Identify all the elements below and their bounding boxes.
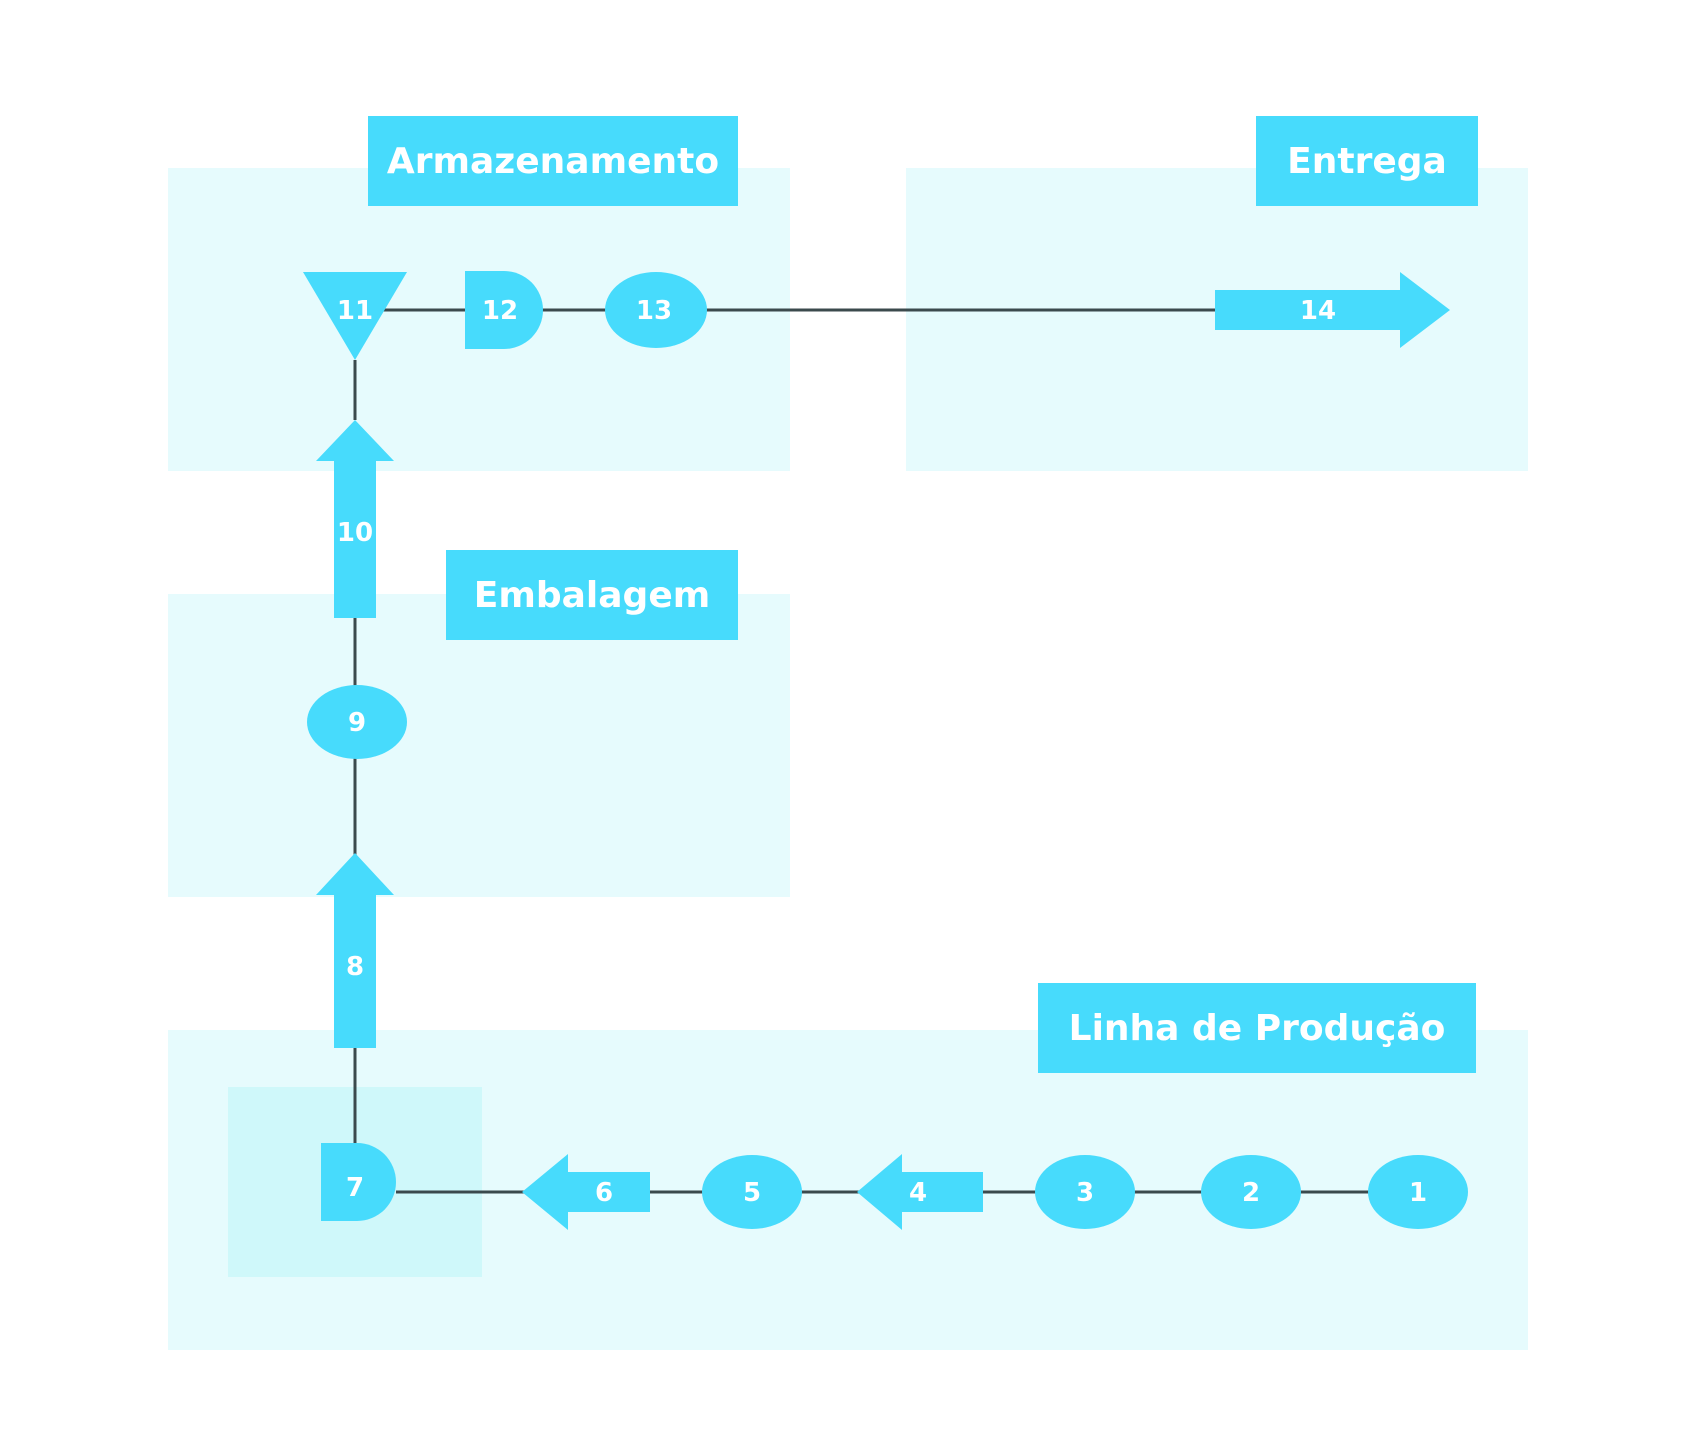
step-14: 14 [1215, 272, 1450, 348]
step-12-shape [465, 271, 543, 349]
zone-title-embalagem: Embalagem [474, 575, 711, 616]
step-13: 13 [605, 272, 707, 348]
title-tab-armazenamento [368, 116, 738, 206]
title-tab-entrega [1256, 116, 1478, 206]
step-8: 8 [316, 853, 394, 1048]
step-11-shape [303, 272, 407, 360]
step-4: 4 [857, 1154, 983, 1230]
step-7-shape [321, 1143, 396, 1221]
step-1: 1 [1368, 1155, 1468, 1229]
zone-title-entrega: Entrega [1287, 141, 1447, 182]
step-5-shape [702, 1155, 802, 1229]
step-4-label: 4 [909, 1178, 927, 1208]
zone-title-linha-producao: Linha de Produção [1069, 1008, 1446, 1049]
step-2: 2 [1201, 1155, 1301, 1229]
title-tab-embalagem [446, 550, 738, 640]
step-8-label: 8 [346, 952, 364, 982]
zone-embalagem [168, 594, 790, 897]
step-6: 6 [522, 1154, 650, 1230]
step-9-shape [307, 685, 407, 759]
step-2-label: 2 [1242, 1178, 1260, 1208]
step-4-shape [857, 1154, 983, 1230]
step-3-shape [1035, 1155, 1135, 1229]
step-11: 11 [303, 272, 407, 360]
step-14-shape [1215, 272, 1450, 348]
zone-title-armazenamento: Armazenamento [387, 141, 719, 182]
step-10-shape [316, 420, 394, 618]
step-6-shape [522, 1154, 650, 1230]
step-13-shape [605, 272, 707, 348]
step-8-shape [316, 853, 394, 1048]
step-11-label: 11 [337, 296, 373, 326]
step-10: 10 [316, 420, 394, 618]
step-5: 5 [702, 1155, 802, 1229]
title-tab-linha-producao [1038, 983, 1476, 1073]
step-1-shape [1368, 1155, 1468, 1229]
step-12-label: 12 [482, 296, 518, 326]
step-3-label: 3 [1076, 1178, 1094, 1208]
step-7: 7 [321, 1143, 396, 1221]
step-10-label: 10 [337, 518, 373, 548]
step-2-shape [1201, 1155, 1301, 1229]
step-9-label: 9 [348, 708, 366, 738]
step-1-label: 1 [1409, 1178, 1427, 1208]
step-7-label: 7 [346, 1173, 364, 1203]
step-14-label: 14 [1300, 296, 1336, 326]
step-6-label: 6 [595, 1178, 613, 1208]
step-13-label: 13 [636, 296, 672, 326]
step-12: 12 [465, 271, 543, 349]
step-3: 3 [1035, 1155, 1135, 1229]
step-9: 9 [307, 685, 407, 759]
step-5-label: 5 [743, 1178, 761, 1208]
